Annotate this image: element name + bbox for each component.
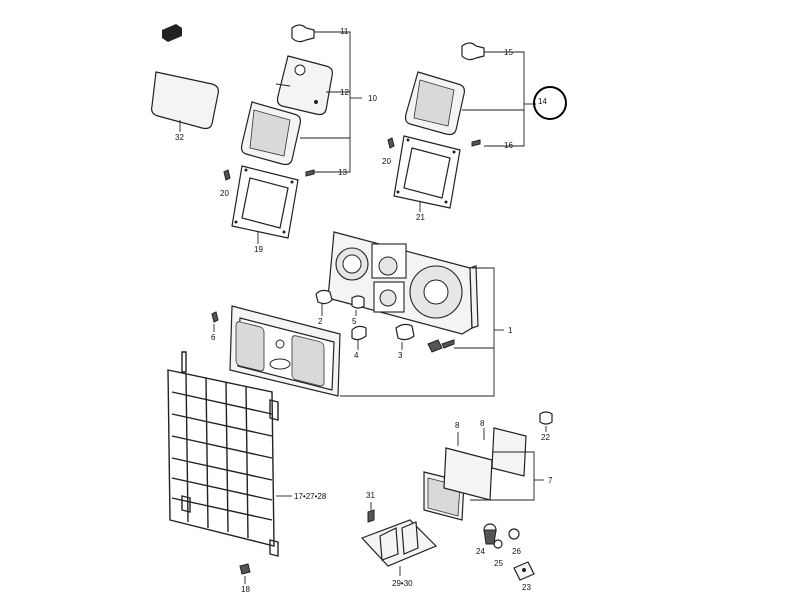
callout-5: 5 <box>352 317 357 326</box>
callout-25: 25 <box>494 559 503 568</box>
part-18-screw[interactable] <box>239 563 251 575</box>
part-22-bulb[interactable] <box>539 411 553 425</box>
part-32-plate[interactable] <box>151 71 219 130</box>
callout-15: 15 <box>504 48 513 57</box>
part-23-clip[interactable] <box>513 561 535 581</box>
callout-26: 26 <box>512 547 521 556</box>
callout-14: 14 <box>538 97 547 106</box>
callout-3: 3 <box>398 351 403 360</box>
callout-29-30: 29•30 <box>392 579 413 588</box>
callout-2: 2 <box>318 317 323 326</box>
part-13-screw[interactable] <box>305 169 315 177</box>
callout-19: 19 <box>254 245 263 254</box>
callout-1: 1 <box>508 326 513 335</box>
part-21-gasket[interactable] <box>393 135 461 209</box>
part-24-bolt[interactable] <box>483 523 497 545</box>
part-16-screw[interactable] <box>471 139 481 147</box>
callout-6: 6 <box>211 333 216 342</box>
callout-13: 13 <box>338 168 347 177</box>
part-11-bulb[interactable] <box>291 24 315 43</box>
part-19-gasket[interactable] <box>231 165 299 239</box>
part-25-nut[interactable] <box>493 539 503 549</box>
part-front-panel[interactable] <box>229 305 341 397</box>
callout-8-left: 8 <box>455 421 460 430</box>
callout-20-right: 20 <box>382 157 391 166</box>
part-12-lamp-lens[interactable] <box>240 101 301 166</box>
callout-31: 31 <box>366 491 375 500</box>
part-6-screw[interactable] <box>211 311 219 323</box>
part-2-bulb[interactable] <box>315 289 333 305</box>
part-bolt[interactable] <box>427 339 455 353</box>
callout-10: 10 <box>368 94 377 103</box>
callout-16: 16 <box>504 141 513 150</box>
part-1-housing[interactable] <box>327 231 479 335</box>
callout-11: 11 <box>340 27 349 36</box>
part-31-bolt[interactable] <box>367 509 375 523</box>
callout-8-right: 8 <box>480 419 485 428</box>
callout-24: 24 <box>476 547 485 556</box>
callout-4: 4 <box>354 351 359 360</box>
callout-18: 18 <box>241 585 250 594</box>
callout-20-left: 20 <box>220 189 229 198</box>
front-arrow-icon <box>162 24 182 42</box>
part-29-bracket[interactable] <box>360 519 438 567</box>
part-17-grille[interactable] <box>167 351 279 557</box>
part-5-bulb[interactable] <box>351 295 365 309</box>
part-26-washer[interactable] <box>508 528 520 540</box>
callout-21: 21 <box>416 213 425 222</box>
callout-7: 7 <box>548 476 553 485</box>
callout-22: 22 <box>541 433 550 442</box>
callout-23: 23 <box>522 583 531 592</box>
part-20-screw-left[interactable] <box>223 169 231 181</box>
part-3-bulb[interactable] <box>395 323 415 341</box>
part-4-bulb[interactable] <box>351 325 367 341</box>
part-20-screw-right[interactable] <box>387 137 395 149</box>
part-12-lamp-housing[interactable] <box>275 55 333 116</box>
highlight-circle-14 <box>533 86 567 120</box>
callout-32: 32 <box>175 133 184 142</box>
callout-12: 12 <box>340 88 349 97</box>
part-15-bulb[interactable] <box>461 42 485 61</box>
part-7-side-lamp[interactable] <box>423 427 527 521</box>
callout-17-27-28: 17•27•28 <box>294 492 327 501</box>
part-14-lamp-assembly[interactable] <box>404 71 465 136</box>
